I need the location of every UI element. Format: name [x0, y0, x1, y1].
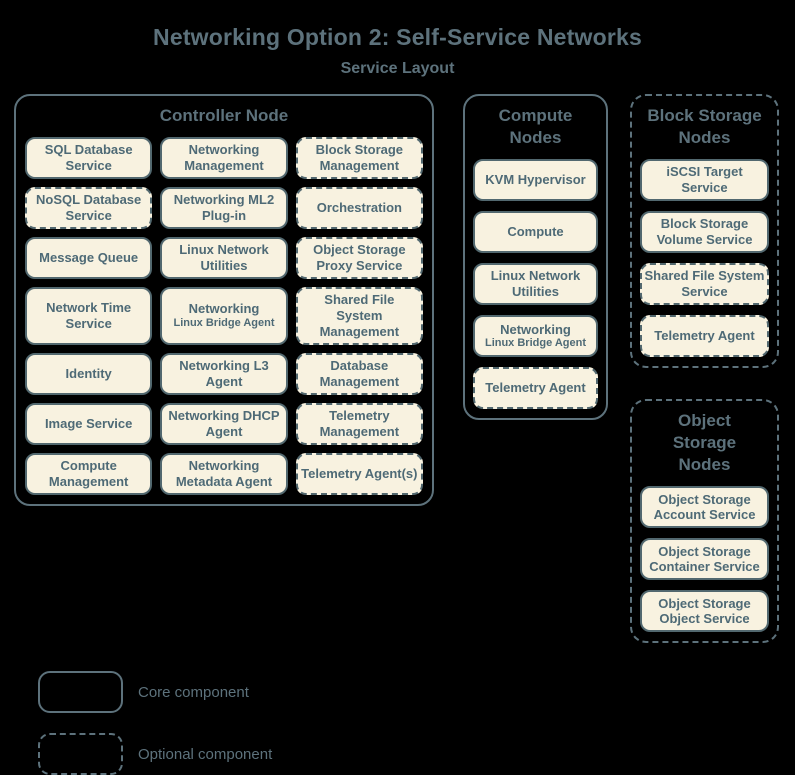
service-linux-network-utilities: Linux Network Utilities — [160, 237, 288, 280]
controller-node-title: Controller Node — [159, 106, 289, 125]
service-label: iSCSI Target Service — [666, 164, 743, 196]
service-database-management: Database Management — [295, 352, 423, 395]
controller-service-grid: SQL Database Service Networking Manageme… — [16, 134, 432, 504]
service-label: Block Storage Volume Service — [656, 216, 753, 248]
service-label: Identity — [65, 365, 112, 381]
service-compute-management: Compute Management — [25, 452, 153, 495]
service-block-storage-volume: Block Storage Volume Service — [640, 211, 769, 254]
service-label: Compute Management — [48, 457, 129, 489]
service-label: Linux Network Utilities — [490, 268, 581, 300]
service-label: Networking L3 Agent — [179, 357, 269, 389]
service-label: Object Storage Container Service — [649, 543, 760, 575]
optional-component-swatch — [38, 733, 123, 775]
service-object-storage-account: Object Storage Account Service — [640, 486, 769, 529]
block-storage-service-list: iSCSI Target Service Block Storage Volum… — [632, 156, 777, 366]
controller-node: Controller Node SQL Database Service Net… — [14, 94, 434, 506]
page-subtitle: Service Layout — [340, 60, 455, 77]
service-sublabel: Linux Bridge Agent — [173, 317, 275, 330]
service-label: Networking — [188, 301, 260, 317]
legend: Core component Optional component — [38, 671, 795, 775]
service-label: Telemetry Agent(s) — [301, 465, 418, 481]
service-label: Network Time Service — [46, 300, 132, 331]
service-sublabel: Linux Bridge Agent — [484, 337, 587, 350]
service-label: Shared File System Service — [644, 268, 765, 300]
service-label: Orchestration — [316, 200, 402, 216]
storage-column: Block Storage Nodes iSCSI Target Service… — [630, 94, 779, 644]
service-networking-dhcp-agent: Networking DHCP Agent — [160, 402, 288, 445]
service-telemetry-agents: Telemetry Agent(s) — [295, 452, 423, 495]
service-label: Linux Network Utilities — [179, 242, 269, 274]
service-message-queue: Message Queue — [25, 237, 153, 280]
service-label: Telemetry Agent — [485, 380, 586, 396]
service-label: KVM Hypervisor — [485, 172, 586, 188]
compute-nodes-title: Compute Nodes — [498, 106, 573, 148]
service-label: Database Management — [319, 357, 400, 389]
service-telemetry-agent: Telemetry Agent — [473, 367, 598, 410]
block-storage-nodes: Block Storage Nodes iSCSI Target Service… — [630, 94, 779, 369]
service-object-storage-proxy: Object Storage Proxy Service — [295, 237, 423, 280]
service-label: Object Storage Account Service — [653, 491, 756, 523]
object-storage-nodes-title: Object Storage Nodes — [672, 411, 737, 475]
service-label: NoSQL Database Service — [36, 192, 142, 224]
compute-service-list: KVM Hypervisor Compute Linux Network Uti… — [465, 156, 606, 418]
legend-core-row: Core component — [38, 671, 795, 714]
service-networking-metadata-agent: Networking Metadata Agent — [160, 452, 288, 495]
service-label: Networking Metadata Agent — [175, 457, 273, 489]
diagram-page: Networking Option 2: Self-Service Networ… — [14, 24, 779, 775]
compute-nodes: Compute Nodes KVM Hypervisor Compute Lin… — [463, 94, 608, 421]
service-block-storage-management: Block Storage Management — [295, 137, 423, 180]
object-storage-nodes: Object Storage Nodes Object Storage Acco… — [630, 399, 779, 644]
legend-optional-row: Optional component — [38, 733, 795, 775]
service-shared-file-system-management: Shared File System Management — [295, 287, 423, 345]
service-label: Networking — [500, 321, 571, 337]
service-image-service: Image Service — [25, 402, 153, 445]
service-networking-ml2-plugin: Networking ML2 Plug-in — [160, 187, 288, 230]
service-label: Telemetry Agent — [654, 328, 755, 344]
service-layout-diagram: Controller Node SQL Database Service Net… — [14, 94, 779, 644]
service-networking-management: Networking Management — [160, 137, 288, 180]
service-label: Networking ML2 Plug-in — [173, 192, 275, 224]
service-label: Block Storage Management — [315, 142, 404, 174]
block-storage-nodes-title: Block Storage Nodes — [647, 106, 762, 148]
page-title: Networking Option 2: Self-Service Networ… — [153, 24, 642, 50]
service-orchestration: Orchestration — [295, 187, 423, 230]
service-iscsi-target: iSCSI Target Service — [640, 159, 769, 202]
service-label: Message Queue — [39, 250, 139, 266]
service-network-time: Network Time Service — [25, 287, 153, 345]
service-label: Object Storage Object Service — [658, 595, 751, 627]
legend-core-label: Core component — [138, 683, 249, 701]
service-label: Object Storage Proxy Service — [313, 242, 406, 274]
service-label: SQL Database Service — [44, 142, 133, 174]
service-telemetry-agent: Telemetry Agent — [640, 315, 769, 358]
service-identity: Identity — [25, 352, 153, 395]
service-nosql-database: NoSQL Database Service — [25, 187, 153, 230]
service-label: Image Service — [44, 415, 133, 431]
service-compute: Compute — [473, 211, 598, 254]
service-kvm-hypervisor: KVM Hypervisor — [473, 159, 598, 202]
service-telemetry-management: Telemetry Management — [295, 402, 423, 445]
core-component-swatch — [38, 671, 123, 714]
service-label: Networking Management — [184, 142, 264, 174]
service-object-storage-container: Object Storage Container Service — [640, 538, 769, 581]
service-label: Shared File System Management — [319, 292, 400, 339]
service-label: Compute — [507, 224, 564, 240]
service-sql-database: SQL Database Service — [25, 137, 153, 180]
service-label: Networking DHCP Agent — [168, 407, 280, 439]
service-networking-l3-agent: Networking L3 Agent — [160, 352, 288, 395]
object-storage-service-list: Object Storage Account Service Object St… — [632, 483, 777, 641]
service-label: Telemetry Management — [319, 407, 400, 439]
service-linux-network-utilities: Linux Network Utilities — [473, 263, 598, 306]
service-object-storage-object: Object Storage Object Service — [640, 590, 769, 633]
service-shared-file-system: Shared File System Service — [640, 263, 769, 306]
legend-optional-label: Optional component — [138, 745, 273, 763]
